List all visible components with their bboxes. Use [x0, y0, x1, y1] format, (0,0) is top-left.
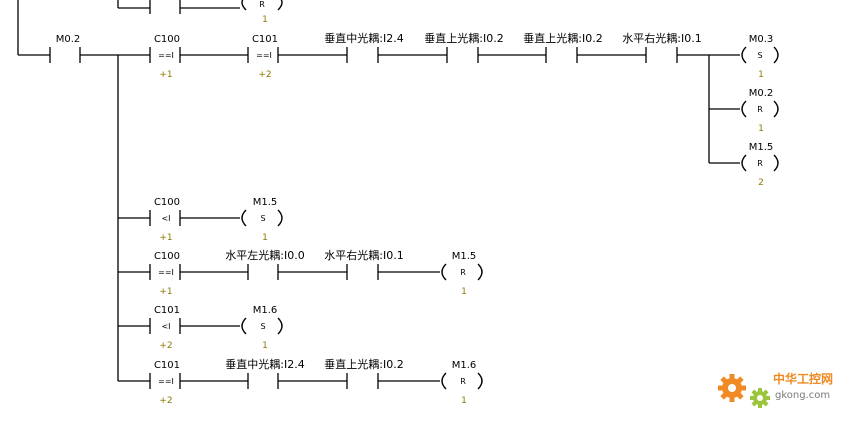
- compare-value: +2: [159, 341, 172, 351]
- watermark: 中华工控网 gkong.com: [718, 371, 833, 408]
- compare-value: +1: [159, 70, 172, 80]
- coil-type: R: [757, 159, 763, 168]
- coil-label[interactable]: M1.5: [452, 251, 477, 262]
- compare-op: ==I: [256, 51, 272, 60]
- compare-label[interactable]: C101: [154, 360, 180, 371]
- watermark-cn: 中华工控网: [773, 371, 833, 386]
- compare-label[interactable]: C100: [154, 197, 180, 208]
- compare-value: +2: [159, 396, 172, 406]
- coil-label[interactable]: M0.3: [749, 34, 774, 45]
- sensor-label[interactable]: 水平左光耦:I0.0: [225, 248, 304, 262]
- coil-label[interactable]: M1.6: [452, 360, 477, 371]
- sensor-label[interactable]: 垂直中光耦:I2.4: [324, 31, 403, 45]
- rung-2: C100 <I +1 M1.5 S 1: [154, 197, 277, 243]
- coil-type: R: [460, 377, 466, 386]
- coil-value: 1: [262, 233, 268, 243]
- compare-value: +2: [258, 70, 271, 80]
- rung-3: C100 ==I +1 水平左光耦:I0.0 水平右光耦:I0.1 M1.5 R…: [154, 248, 476, 297]
- compare-label[interactable]: C101: [154, 305, 180, 316]
- coil-arcs: [241, 0, 779, 390]
- coil-value: 2: [758, 178, 764, 188]
- compare-op: ==I: [158, 51, 174, 60]
- gear-icon: [718, 374, 770, 408]
- coil-type: S: [260, 322, 265, 331]
- rung-5: C101 ==I +2 垂直中光耦:I2.4 垂直上光耦:I0.2 M1.6 R…: [154, 357, 476, 406]
- compare-value: +1: [159, 287, 172, 297]
- sensor-label[interactable]: 水平右光耦:I0.1: [622, 31, 701, 45]
- sensor-label[interactable]: 垂直上光耦:I0.2: [424, 31, 503, 45]
- coil-type: R: [460, 268, 466, 277]
- compare-label[interactable]: C100: [154, 34, 180, 45]
- compare-op: ==I: [158, 377, 174, 386]
- rung-4: C101 <I +2 M1.6 S 1: [154, 305, 277, 351]
- compare-value: +1: [159, 233, 172, 243]
- coil-type: S: [260, 214, 265, 223]
- coil-label[interactable]: M0.2: [749, 88, 774, 99]
- wires: [17, 0, 740, 389]
- coil-type: R: [757, 105, 763, 114]
- sensor-label[interactable]: 垂直上光耦:I0.2: [523, 31, 602, 45]
- compare-label[interactable]: C100: [154, 251, 180, 262]
- compare-op: <I: [161, 214, 170, 223]
- rung-1: M0.2 C100 ==I +1 C101 ==I +2 垂直中光耦:I2.4 …: [56, 31, 774, 188]
- compare-op: <I: [161, 322, 170, 331]
- coil-value: 1: [262, 15, 268, 25]
- coil-label[interactable]: M1.6: [253, 305, 278, 316]
- coil-type: R: [259, 0, 265, 9]
- watermark-en: gkong.com: [775, 390, 830, 401]
- coil-label[interactable]: M1.5: [749, 142, 774, 153]
- coil-type: S: [757, 51, 762, 60]
- coil-label[interactable]: M1.5: [253, 197, 278, 208]
- coil-value: 1: [262, 341, 268, 351]
- compare-label[interactable]: C101: [252, 34, 278, 45]
- sensor-label[interactable]: 垂直上光耦:I0.2: [324, 357, 403, 371]
- sensor-label[interactable]: 水平右光耦:I0.1: [324, 248, 403, 262]
- coil-value: 1: [461, 287, 467, 297]
- sensor-label[interactable]: 垂直中光耦:I2.4: [225, 357, 304, 371]
- coil-value: 1: [758, 70, 764, 80]
- coil-value: 1: [758, 124, 764, 134]
- contact-label[interactable]: M0.2: [56, 34, 81, 45]
- coil-value: 1: [461, 396, 467, 406]
- compare-op: ==I: [158, 268, 174, 277]
